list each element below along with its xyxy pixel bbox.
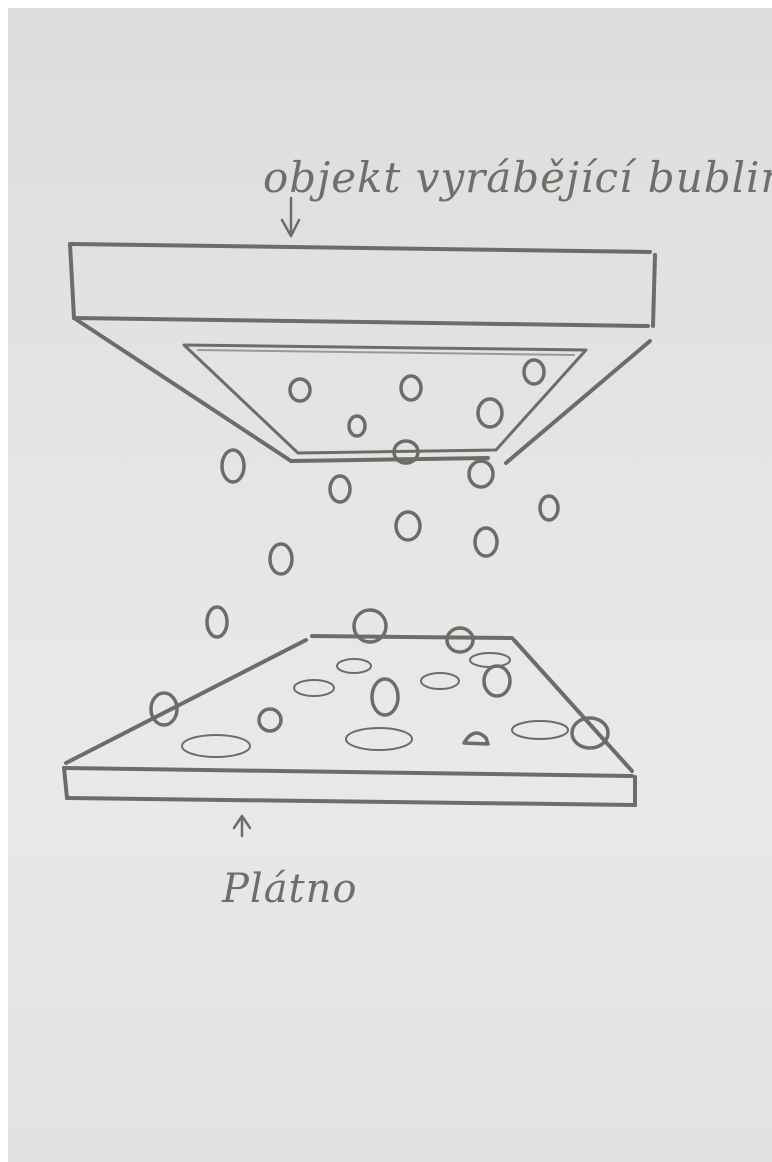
bubbles-inside-object [290, 360, 544, 463]
sketch-drawing [8, 8, 772, 1162]
paper-sheet: objekt vyrábějící bubliny Plátno [8, 8, 772, 1162]
falling-bubbles [207, 450, 558, 637]
arrow-to-bubble-maker [282, 198, 299, 236]
arrow-to-canvas [234, 816, 250, 836]
